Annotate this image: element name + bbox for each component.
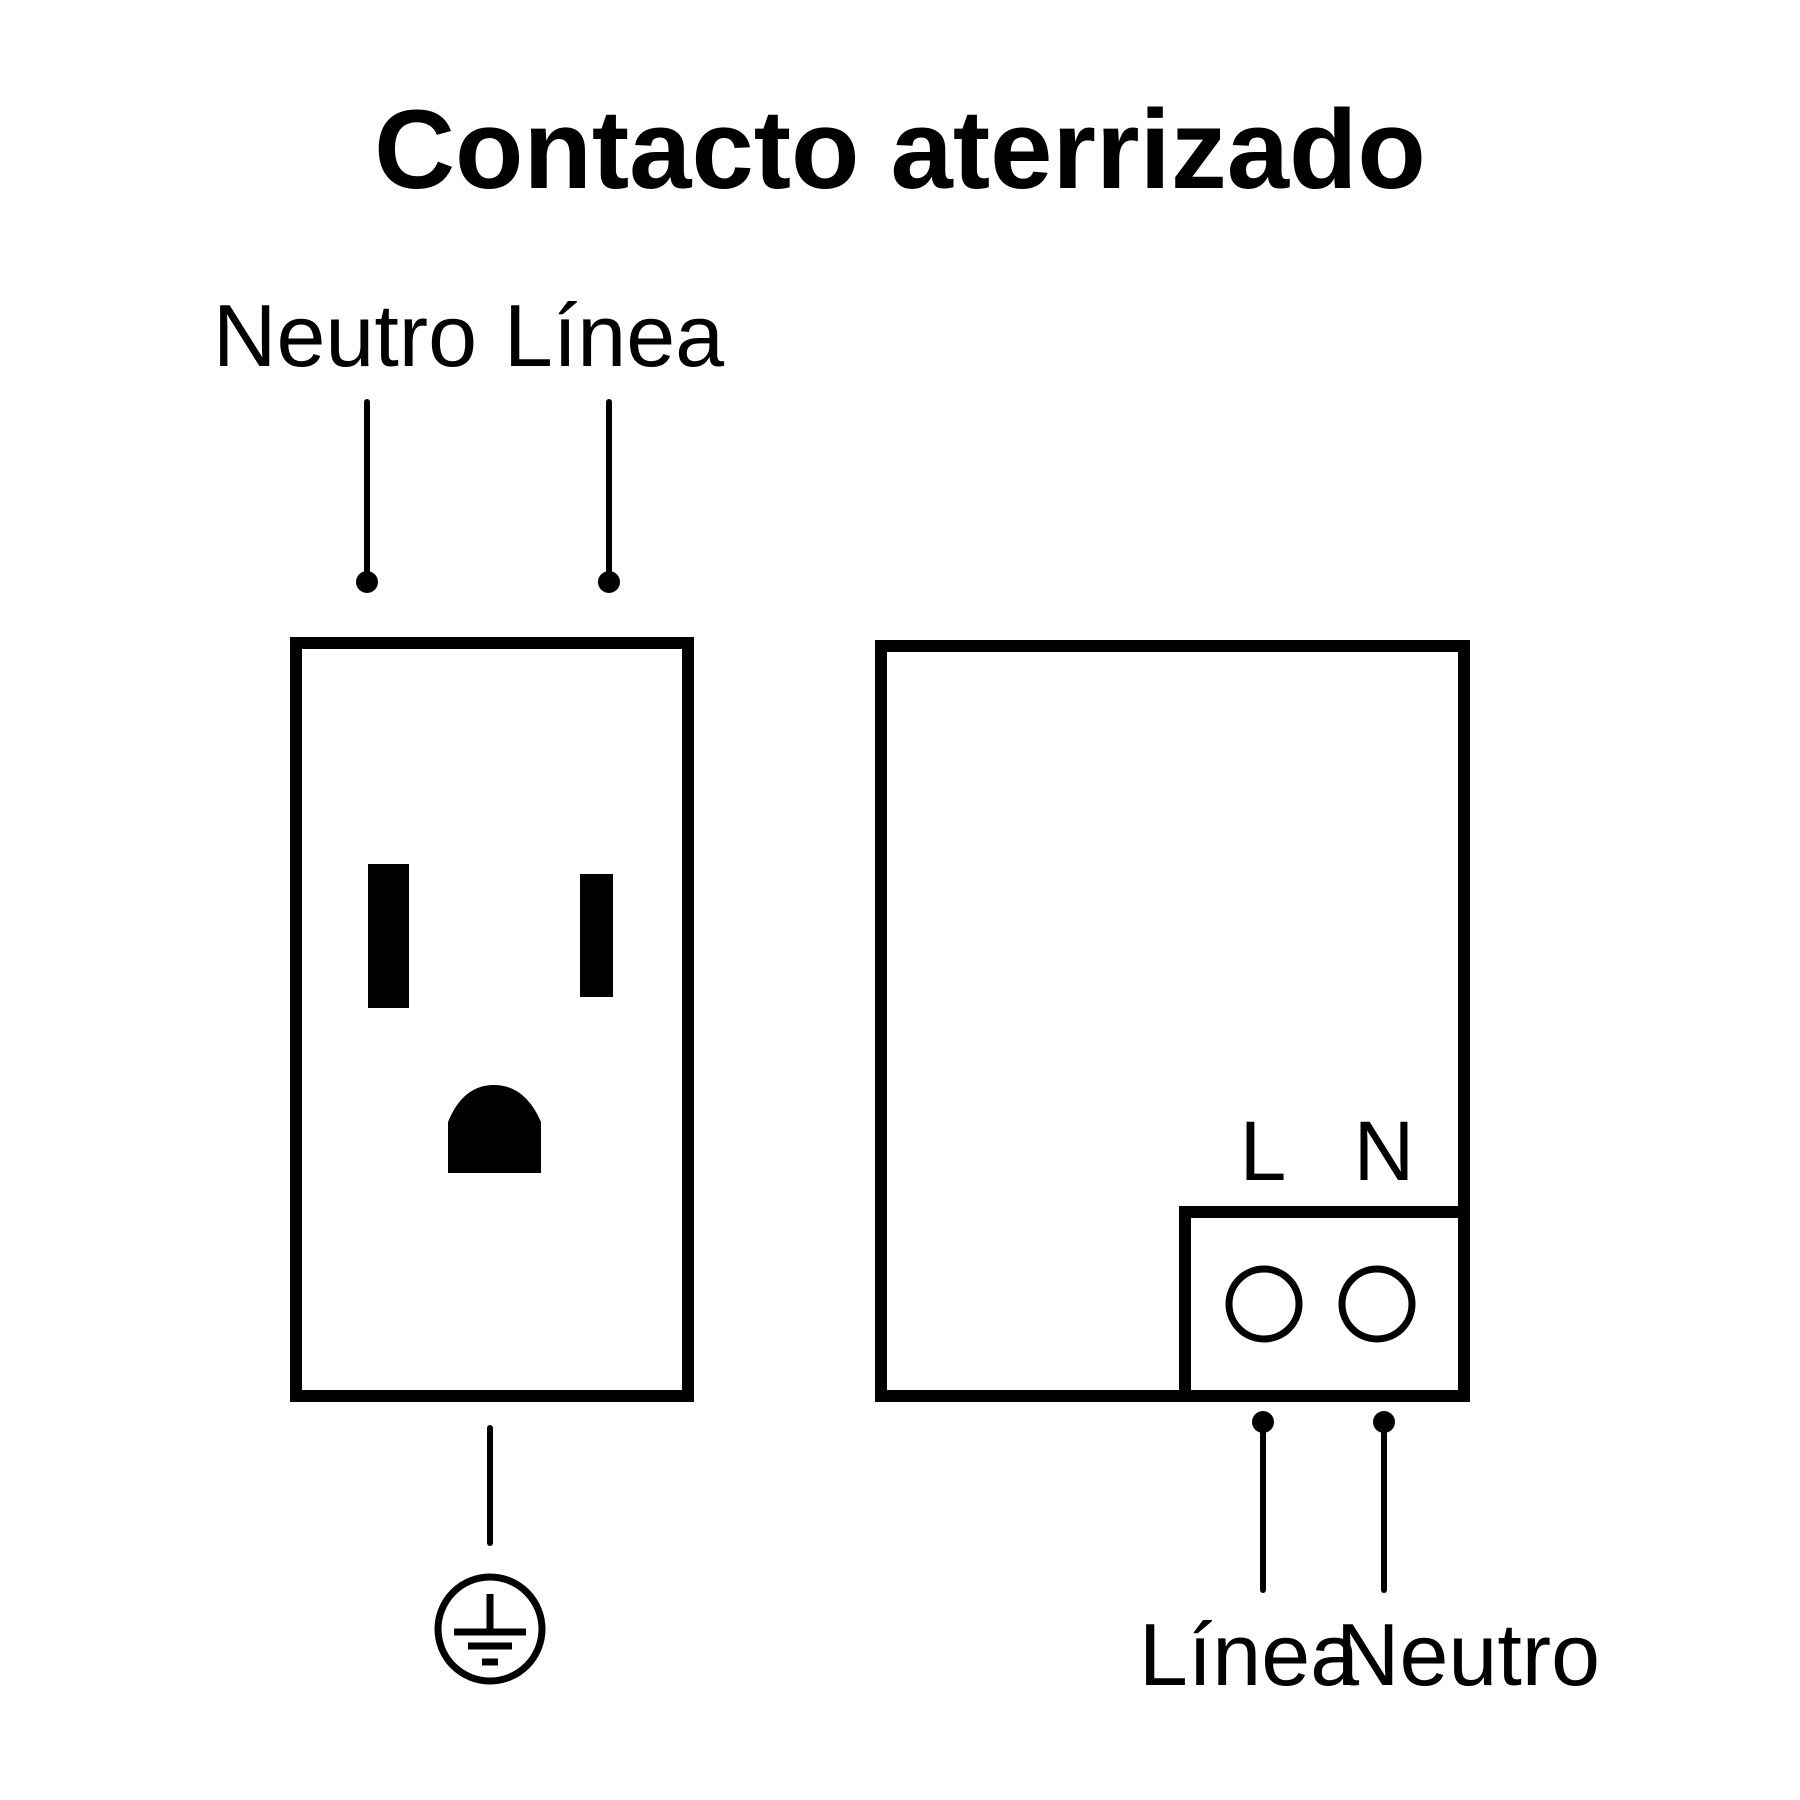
- line-terminal-screw: [1225, 1265, 1303, 1343]
- ground-icon: [434, 1573, 546, 1685]
- ground-hole: [448, 1085, 541, 1173]
- line-leader: [598, 399, 620, 593]
- receptacle-front-view: Neutro Línea: [213, 286, 724, 1685]
- line-bottom-leader: [1252, 1411, 1274, 1593]
- receptacle-back-view: L N Línea Neutro: [875, 640, 1600, 1704]
- line-top-label: Línea: [504, 286, 724, 385]
- receptacle-body: [875, 640, 1470, 1402]
- neutral-terminal-screw: [1338, 1265, 1416, 1343]
- diagram-title: Contacto aterrizado: [374, 87, 1426, 212]
- neutral-bottom-leader: [1373, 1411, 1395, 1593]
- line-terminal-letter: L: [1240, 1104, 1287, 1198]
- neutral-leader: [356, 399, 378, 593]
- neutral-top-label: Neutro: [213, 286, 477, 385]
- terminal-block: [1179, 1206, 1470, 1402]
- neutral-terminal-letter: N: [1354, 1104, 1415, 1198]
- neutral-bottom-label: Neutro: [1336, 1605, 1600, 1704]
- receptacle-faceplate: [290, 637, 694, 1402]
- line-slot: [580, 874, 613, 997]
- neutral-slot: [368, 864, 409, 1008]
- line-bottom-label: Línea: [1139, 1605, 1359, 1704]
